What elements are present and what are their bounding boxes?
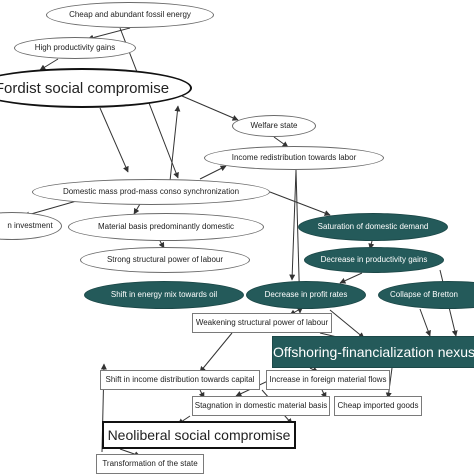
edge-arrow-2: [39, 58, 59, 71]
edge-arrow-17: [329, 309, 365, 339]
node-label: Cheap imported goods: [337, 401, 419, 410]
node-cheap-goods: Cheap imported goods: [334, 396, 422, 416]
edge-arrow-3: [99, 107, 129, 173]
edge-arrow-18: [419, 308, 431, 337]
edge-arrow-24: [385, 367, 393, 399]
node-decrease-productivity: Decrease in productivity gains: [304, 247, 444, 273]
node-label: Welfare state: [250, 121, 298, 130]
node-offshoring-nexus: Offshoring-financialization nexus: [272, 336, 474, 368]
node-label: Strong structural power of labour: [106, 255, 224, 264]
edge-arrow-4: [181, 95, 239, 121]
node-label: Decrease in profit rates: [264, 290, 348, 299]
node-saturation: Saturation of domestic demand: [298, 213, 448, 241]
node-label: n investment: [7, 221, 53, 230]
edge-arrow-6: [169, 105, 181, 182]
node-label: Transformation of the state: [102, 459, 198, 468]
edge-arrow-11: [289, 169, 297, 281]
node-label: Neoliberal social compromise: [107, 427, 291, 443]
node-label: Cheap and abundant fossil energy: [69, 10, 191, 19]
node-productivity-gains: High productivity gains: [14, 37, 136, 59]
node-label: Decrease in productivity gains: [320, 255, 428, 264]
node-label: Material basis predominantly domestic: [97, 222, 235, 231]
edge-arrow-21: [199, 332, 233, 373]
node-label: Shift in income distribution towards cap…: [105, 375, 255, 384]
node-shift-income: Shift in income distribution towards cap…: [100, 370, 260, 390]
node-profit-rates: Decrease in profit rates: [246, 281, 366, 309]
node-weakening-power: Weakening structural power of labour: [192, 313, 332, 333]
node-label: Income redistribution towards labor: [231, 153, 357, 162]
node-material-basis: Material basis predominantly domestic: [68, 213, 264, 241]
node-label: Stagnation in domestic material basis: [194, 401, 328, 410]
edge-arrow-12: [269, 191, 331, 216]
node-material-flows: Increase in foreign material flows: [266, 370, 390, 390]
node-neoliberal-compromise: Neoliberal social compromise: [102, 421, 296, 449]
node-income-redistribution: Income redistribution towards labor: [204, 146, 384, 170]
node-mass-prod: Domestic mass prod-mass conso synchroniz…: [32, 179, 270, 205]
node-shift-energy: Shift in energy mix towards oil: [84, 281, 244, 309]
node-label: Domestic mass prod-mass conso synchroniz…: [62, 187, 240, 196]
node-label: Weakening structural power of labour: [195, 318, 329, 327]
node-fordist-compromise: Fordist social compromise: [0, 68, 192, 108]
edge-arrow-10: [199, 165, 227, 180]
node-label: Saturation of domestic demand: [317, 222, 429, 231]
node-label: High productivity gains: [34, 43, 116, 52]
node-label: Shift in energy mix towards oil: [110, 290, 218, 299]
edge-arrow-15: [339, 272, 363, 284]
node-welfare-state: Welfare state: [232, 115, 316, 137]
node-fossil-energy: Cheap and abundant fossil energy: [46, 2, 214, 28]
node-stagnation: Stagnation in domestic material basis: [192, 396, 330, 416]
node-strong-power: Strong structural power of labour: [80, 247, 250, 273]
edge-arrow-8: [133, 203, 141, 215]
node-label: Increase in foreign material flows: [269, 375, 387, 384]
node-label: Collapse of Bretton: [389, 290, 459, 299]
node-label: Offshoring-financialization nexus: [272, 344, 474, 360]
node-transformation-state: Transformation of the state: [96, 454, 204, 474]
node-label: Fordist social compromise: [0, 79, 170, 97]
